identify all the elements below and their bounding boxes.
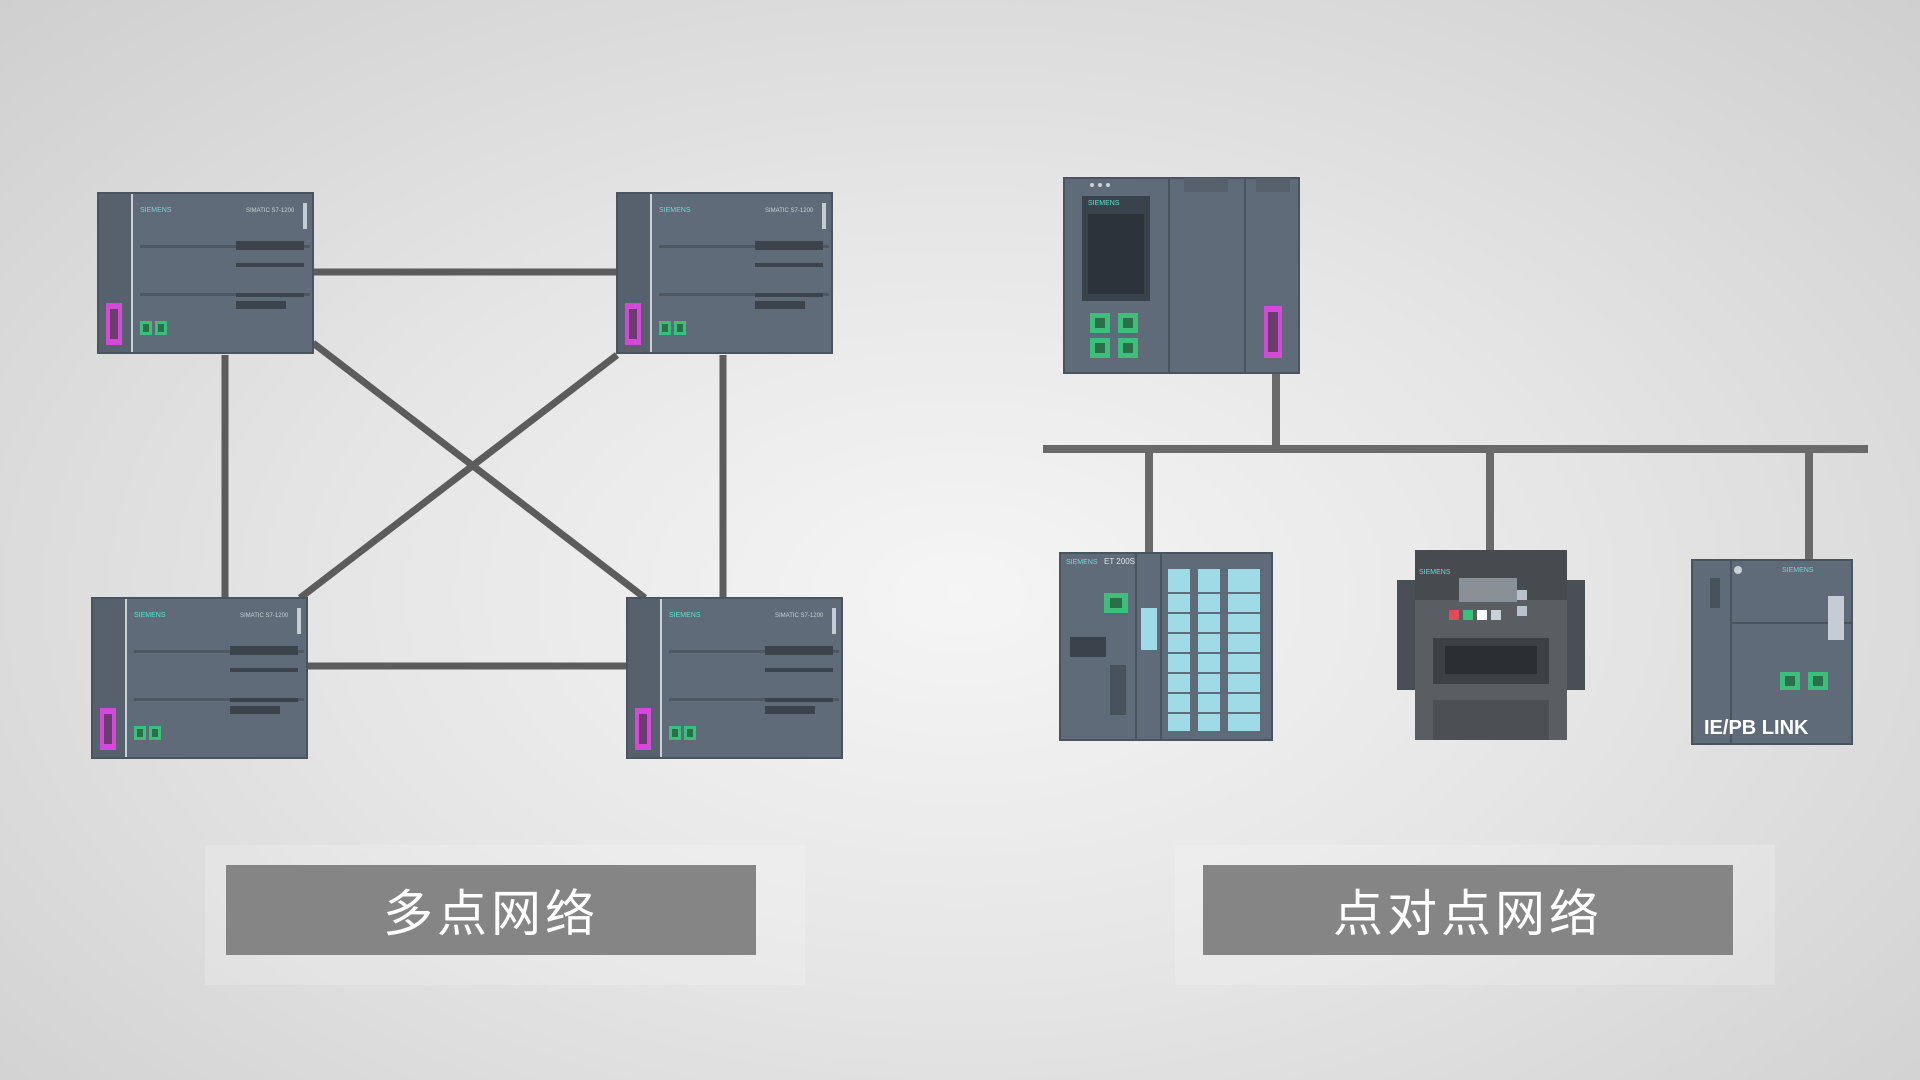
plc-model: SIMATIC S7-1200 <box>240 613 289 619</box>
link-brand: SIEMENS <box>1782 567 1814 574</box>
ie-pb-link-label: IE/PB LINK <box>1704 717 1809 739</box>
plc-bottom-right: SIEMENS SIMATIC S7-1200 <box>626 597 843 759</box>
plc-brand: SIEMENS <box>140 207 172 214</box>
et200s-model: ET 200S <box>1104 557 1135 566</box>
bus-links <box>1043 372 1868 560</box>
plc-model: SIMATIC S7-1200 <box>765 208 814 214</box>
plc-bottom-left: SIEMENS SIMATIC S7-1200 <box>91 597 308 759</box>
plc-brand: SIEMENS <box>669 612 701 619</box>
multipoint-links <box>221 268 727 670</box>
label-point-to-point-network: 点对点网络 <box>1203 865 1733 955</box>
plc-brand: SIEMENS <box>134 612 166 619</box>
et200s-brand: SIEMENS <box>1066 559 1098 566</box>
plc-top-right: SIEMENS SIMATIC S7-1200 <box>616 192 833 354</box>
drive-brand: SIEMENS <box>1419 569 1451 576</box>
et200s-device: SIEMENS ET 200S <box>1059 552 1273 741</box>
link-diagonal-a <box>310 340 648 601</box>
plc-top-left: SIEMENS SIMATIC S7-1200 <box>97 192 314 354</box>
link-diagonal-b <box>297 352 620 601</box>
master-brand: SIEMENS <box>1088 200 1120 207</box>
plc-model: SIMATIC S7-1200 <box>775 613 824 619</box>
plc-model: SIMATIC S7-1200 <box>246 208 295 214</box>
ie-pb-link-device: SIEMENS IE/PB LINK <box>1691 559 1853 745</box>
drive-device: SIEMENS <box>1397 550 1585 740</box>
plc-master: SIEMENS <box>1063 177 1300 374</box>
plc-brand: SIEMENS <box>659 207 691 214</box>
label-multipoint-network: 多点网络 <box>226 865 756 955</box>
